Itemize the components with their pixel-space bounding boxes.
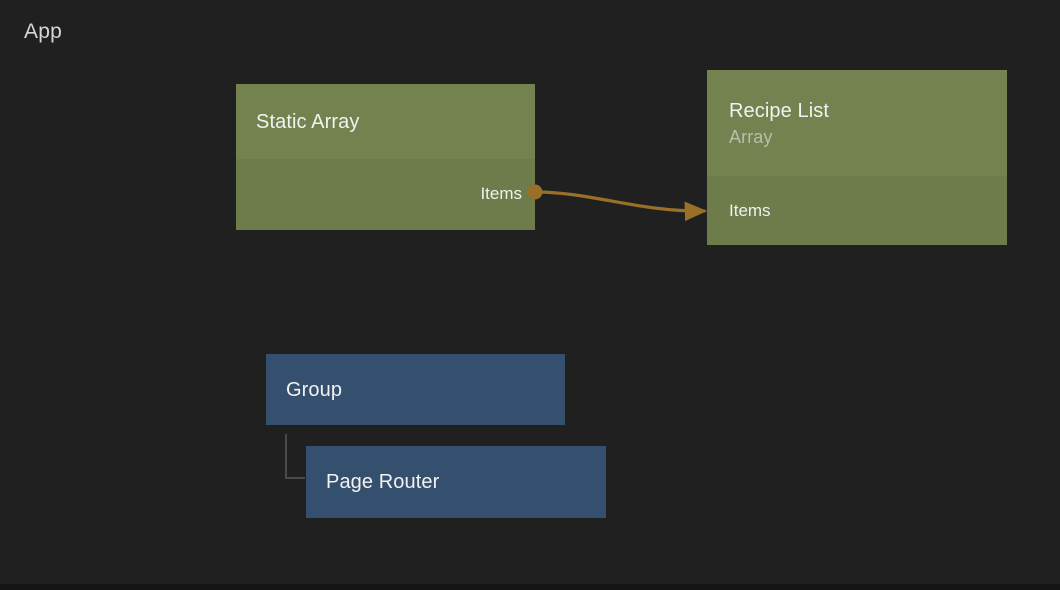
canvas-bottom-edge	[0, 584, 1060, 590]
node-page-router-title: Page Router	[326, 471, 440, 493]
node-recipe-list[interactable]: Recipe List Array Items	[707, 70, 1007, 245]
node-recipe-list-body: Items	[707, 176, 1007, 245]
tree-link-horizontal-segment	[285, 477, 305, 479]
node-recipe-list-subtitle: Array	[729, 126, 773, 147]
node-static-array-body: Items	[236, 159, 535, 230]
node-page-router[interactable]: Page Router	[306, 446, 606, 518]
node-recipe-list-title: Recipe List	[729, 99, 830, 122]
node-group-title: Group	[286, 378, 343, 401]
port-static-array-items[interactable]: Items	[480, 184, 522, 203]
node-recipe-list-header[interactable]: Recipe List Array	[707, 70, 1007, 176]
tree-link-vertical-segment	[285, 434, 287, 479]
node-static-array[interactable]: Static Array Items	[236, 84, 535, 230]
node-group[interactable]: Group	[266, 354, 565, 425]
edge-static-array-items-to-recipe-list-items[interactable]	[534, 190, 708, 222]
tree-link-group-to-page-router	[285, 434, 305, 479]
port-recipe-list-items[interactable]: Items	[729, 201, 771, 220]
node-static-array-header[interactable]: Static Array	[236, 84, 535, 159]
node-static-array-title: Static Array	[256, 110, 360, 133]
canvas-title: App	[24, 20, 62, 43]
